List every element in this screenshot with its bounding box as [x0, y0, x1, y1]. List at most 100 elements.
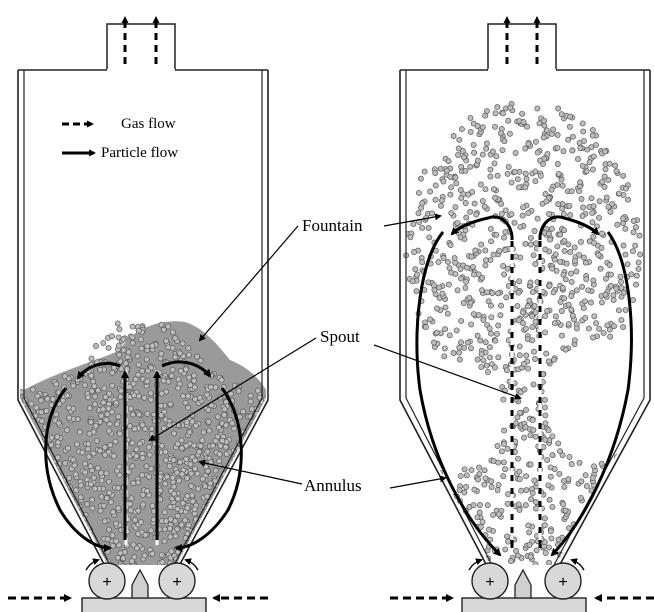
particle	[126, 350, 131, 355]
particle	[503, 467, 508, 472]
particle	[30, 511, 35, 516]
particle	[602, 184, 607, 189]
particle	[542, 516, 547, 521]
particle	[243, 558, 248, 563]
particle	[249, 451, 254, 456]
particle	[117, 431, 122, 436]
particle	[590, 167, 595, 172]
particle	[48, 538, 53, 543]
particle	[130, 464, 135, 469]
particle	[130, 335, 135, 340]
particle	[534, 548, 539, 553]
particle	[531, 428, 536, 433]
particle	[223, 489, 228, 494]
particle	[577, 460, 582, 465]
particle	[78, 483, 83, 488]
particle	[22, 461, 27, 466]
particle	[551, 127, 556, 132]
particle	[220, 438, 225, 443]
particle	[52, 528, 57, 533]
particle	[524, 488, 529, 493]
particle	[501, 235, 506, 240]
particle	[259, 435, 264, 440]
particle	[134, 454, 139, 459]
particle	[619, 318, 624, 323]
particle	[547, 497, 552, 502]
particle	[118, 394, 123, 399]
particle	[222, 536, 227, 541]
particle	[204, 392, 209, 397]
particle	[177, 478, 182, 483]
particle	[248, 399, 253, 404]
particle	[572, 258, 577, 263]
particle	[502, 139, 507, 144]
particle	[127, 501, 132, 506]
particle	[508, 558, 513, 563]
particle	[162, 539, 167, 544]
particle	[183, 400, 188, 405]
particle	[481, 317, 486, 322]
particle	[521, 435, 526, 440]
particle	[242, 508, 247, 513]
particle	[249, 533, 254, 538]
particle	[557, 449, 562, 454]
particle	[197, 449, 202, 454]
particle	[416, 190, 421, 195]
particle	[503, 230, 508, 235]
particle	[530, 491, 535, 496]
left-inlet-assembly: + +	[8, 560, 268, 612]
particle	[26, 461, 31, 466]
particle	[464, 473, 469, 478]
particle	[219, 378, 224, 383]
particle	[140, 369, 145, 374]
particle	[107, 428, 112, 433]
particle	[162, 527, 167, 532]
particle	[493, 111, 498, 116]
particle	[186, 523, 191, 528]
particle	[219, 555, 224, 560]
particle	[477, 465, 482, 470]
particle	[248, 458, 253, 463]
particle	[410, 279, 415, 284]
particle	[58, 489, 63, 494]
particle	[457, 137, 462, 142]
particle	[139, 346, 144, 351]
particle	[44, 521, 49, 526]
particle	[623, 186, 628, 191]
particle	[462, 490, 467, 495]
particle	[464, 279, 469, 284]
particle	[524, 124, 529, 129]
particle	[463, 200, 468, 205]
particle	[207, 552, 212, 557]
particle	[241, 486, 246, 491]
particle	[189, 471, 194, 476]
particle	[476, 313, 481, 318]
particle	[148, 391, 153, 396]
particle	[584, 484, 589, 489]
particle	[546, 560, 551, 565]
legend-gas-flow-label: Gas flow	[121, 116, 176, 132]
particle	[178, 460, 183, 465]
particle	[95, 466, 100, 471]
particle	[621, 173, 626, 178]
particle	[483, 187, 488, 192]
particle	[228, 391, 233, 396]
particle	[408, 235, 413, 240]
particle	[496, 512, 501, 517]
particle	[80, 527, 85, 532]
particle	[598, 266, 603, 271]
particle	[480, 198, 485, 203]
particle	[520, 213, 525, 218]
particle	[501, 460, 506, 465]
particle	[616, 191, 621, 196]
particle	[546, 428, 551, 433]
particle	[147, 452, 152, 457]
particle	[20, 511, 25, 516]
particle	[606, 178, 611, 183]
particle	[250, 490, 255, 495]
particle	[258, 482, 263, 487]
particle	[523, 241, 528, 246]
particle	[445, 259, 450, 264]
particle	[163, 458, 168, 463]
